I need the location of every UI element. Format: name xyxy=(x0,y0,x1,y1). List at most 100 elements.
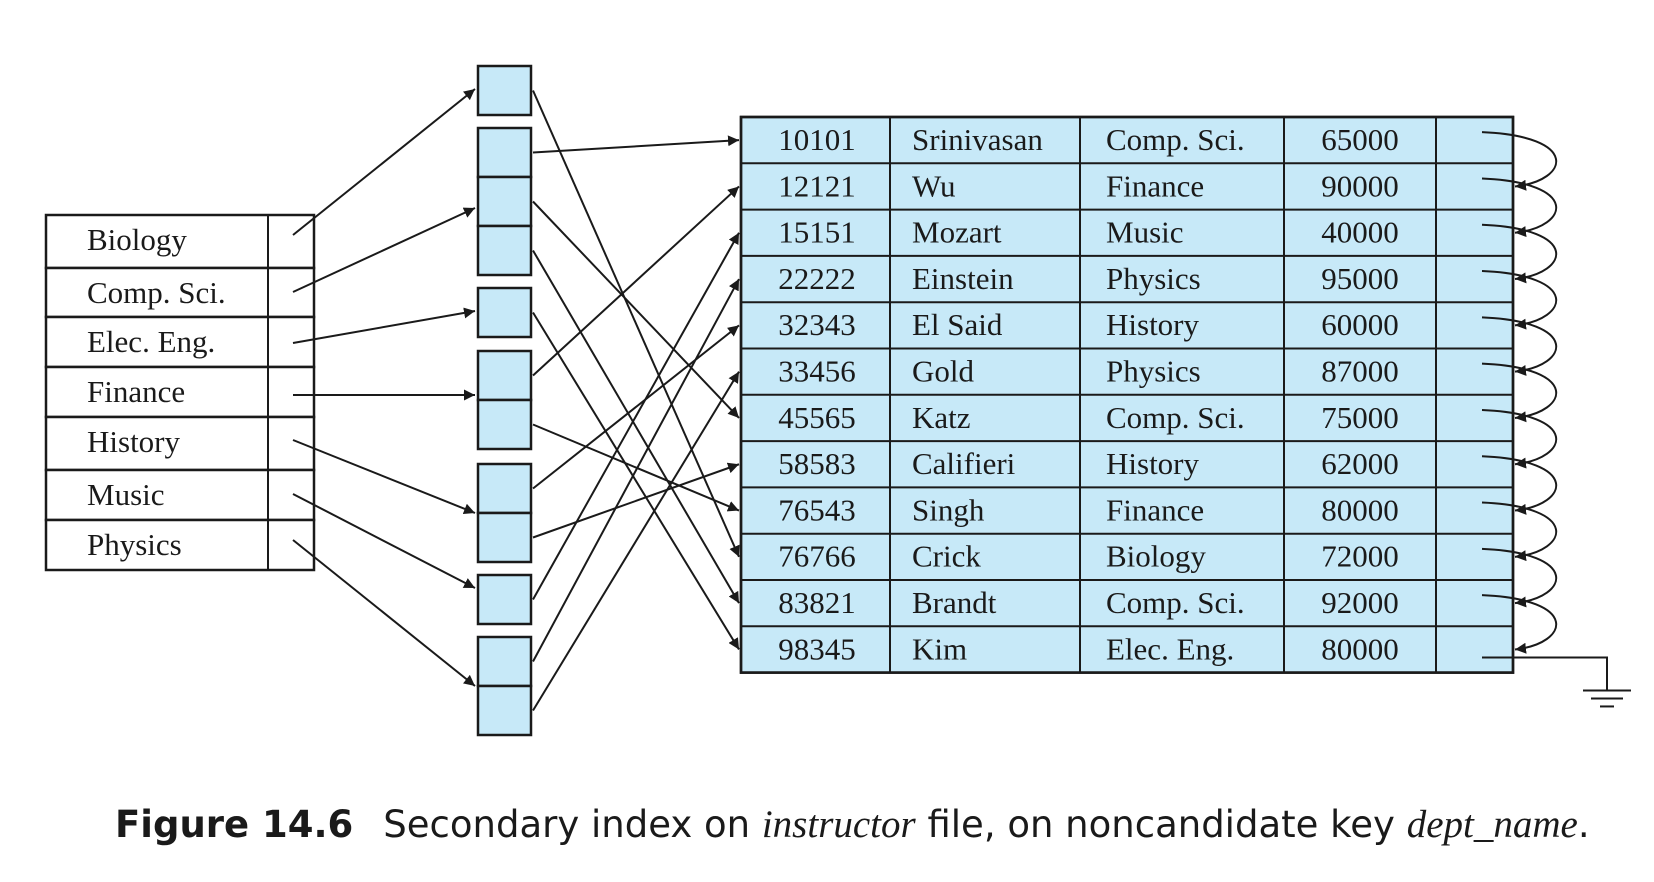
next-record-pointer xyxy=(1481,131,1558,191)
record-salary: 80000 xyxy=(1321,631,1399,666)
next-record-pointer xyxy=(1481,316,1558,376)
record-name: Crick xyxy=(912,539,981,574)
index-to-bucket-arrow xyxy=(292,493,476,589)
record-id: 33456 xyxy=(778,354,856,389)
index-to-bucket-arrow xyxy=(292,539,476,687)
record-id: 76543 xyxy=(778,492,856,527)
record-name: Katz xyxy=(912,400,971,435)
record-salary: 95000 xyxy=(1321,261,1399,296)
record-dept: Comp. Sci. xyxy=(1106,122,1245,157)
bucket-cell xyxy=(476,684,533,737)
record-name: Brandt xyxy=(912,585,997,620)
bucket-cell xyxy=(476,635,533,688)
record-name: Singh xyxy=(912,492,985,527)
index-to-bucket-arrow xyxy=(292,207,476,293)
next-record-pointer xyxy=(1481,223,1558,284)
record-name: Srinivasan xyxy=(912,122,1043,157)
next-record-pointer xyxy=(1481,177,1558,238)
bucket-cell xyxy=(476,126,533,179)
index-key-label: Comp. Sci. xyxy=(87,275,226,310)
record-id: 98345 xyxy=(778,631,856,666)
caption-text-2: file, on noncandidate key xyxy=(915,803,1407,846)
bucket-to-record-arrow xyxy=(532,135,740,154)
bucket-to-record-arrow xyxy=(532,249,740,604)
bucket-to-record-arrow xyxy=(532,185,740,377)
next-record-pointer xyxy=(1481,501,1558,562)
record-dept: Finance xyxy=(1106,492,1204,527)
bucket-pointers xyxy=(476,64,533,737)
record-dept: Comp. Sci. xyxy=(1106,585,1245,620)
next-record-pointer xyxy=(1481,270,1558,330)
bucket-to-record-arrow xyxy=(532,232,740,600)
next-record-pointer xyxy=(1481,547,1558,608)
record-dept: History xyxy=(1106,446,1200,481)
pointer-arrows xyxy=(292,88,740,712)
index-key-label: Music xyxy=(87,477,165,512)
index-key-label: History xyxy=(87,424,181,459)
next-record-pointer xyxy=(1481,408,1558,469)
bucket-to-record-arrow xyxy=(532,462,740,539)
index-to-bucket-arrow xyxy=(292,307,476,344)
index-entry-6 xyxy=(44,518,316,572)
bucket-to-record-arrow xyxy=(532,311,740,650)
record-name: El Said xyxy=(912,307,1003,342)
index-key-label: Elec. Eng. xyxy=(87,324,215,359)
record-dept: Biology xyxy=(1106,539,1206,574)
record-name: Mozart xyxy=(912,215,1002,250)
record-salary: 60000 xyxy=(1321,307,1399,342)
record-dept: History xyxy=(1106,307,1200,342)
index-entry-1 xyxy=(44,266,316,319)
record-salary: 65000 xyxy=(1321,122,1399,157)
record-id: 12121 xyxy=(778,168,856,203)
record-id: 58583 xyxy=(778,446,856,481)
record-name: Gold xyxy=(912,354,975,389)
record-id: 83821 xyxy=(778,585,856,620)
record-name: Kim xyxy=(912,631,967,666)
bucket-to-record-arrow xyxy=(532,371,740,712)
record-id: 22222 xyxy=(778,261,856,296)
record-salary: 75000 xyxy=(1321,400,1399,435)
bucket-cell xyxy=(476,462,533,515)
record-dept: Finance xyxy=(1106,168,1204,203)
record-id: 15151 xyxy=(778,215,856,250)
bucket-to-record-arrow xyxy=(532,278,740,662)
bucket-to-record-arrow xyxy=(532,200,740,419)
record-id: 10101 xyxy=(778,122,856,157)
bucket-to-record-arrow xyxy=(532,90,740,558)
next-record-pointer xyxy=(1481,455,1558,515)
record-name: Einstein xyxy=(912,261,1014,296)
caption-text-1: Secondary index on xyxy=(383,803,762,846)
record-salary: 90000 xyxy=(1321,168,1399,203)
record-id: 45565 xyxy=(778,400,856,435)
next-record-pointer xyxy=(1481,594,1558,654)
record-dept: Elec. Eng. xyxy=(1106,631,1234,666)
index-to-bucket-arrow xyxy=(292,439,476,515)
record-salary: 87000 xyxy=(1321,354,1399,389)
record-salary: 62000 xyxy=(1321,446,1399,481)
bucket-cell xyxy=(476,286,533,339)
index-entry-0 xyxy=(44,213,316,270)
bucket-to-record-arrow xyxy=(532,423,740,512)
bucket-cell xyxy=(476,511,533,564)
record-id: 76766 xyxy=(778,539,856,574)
record-dept: Comp. Sci. xyxy=(1106,400,1245,435)
bucket-cell xyxy=(476,573,533,626)
index-key-label: Biology xyxy=(87,222,187,257)
record-dept: Physics xyxy=(1106,261,1201,296)
record-salary: 72000 xyxy=(1321,539,1399,574)
bucket-cell xyxy=(476,224,533,277)
null-pointer-line xyxy=(1482,656,1608,691)
record-id: 32343 xyxy=(778,307,856,342)
index-to-bucket-arrow xyxy=(292,88,476,236)
index-entry-3 xyxy=(44,365,316,419)
index-entry-5 xyxy=(44,468,316,522)
bucket-cell xyxy=(476,64,533,117)
index-key-label: Finance xyxy=(87,374,185,409)
bucket-cell xyxy=(476,398,533,451)
record-name: Califieri xyxy=(912,446,1016,481)
caption-italic-1: instructor xyxy=(761,803,916,846)
